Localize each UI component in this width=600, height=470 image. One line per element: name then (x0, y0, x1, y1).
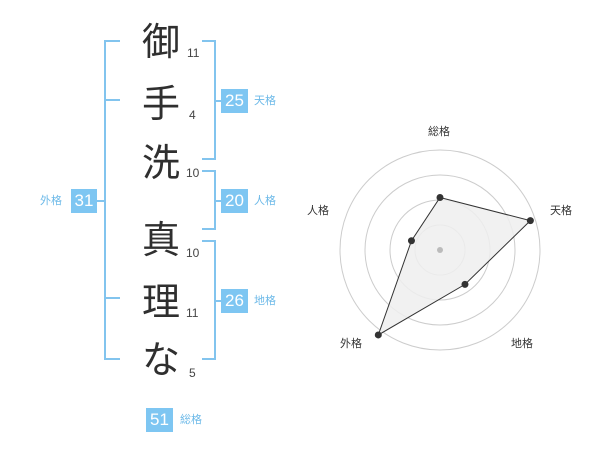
tenkaku-label: 天格 (254, 94, 276, 107)
radar-ring (364, 174, 516, 326)
soukaku-label: 総格 (180, 413, 202, 426)
stroke-count-6: 5 (189, 366, 196, 380)
stroke-count-2: 4 (189, 108, 196, 122)
tenkaku-bracket (202, 40, 216, 160)
gaikaku-bracket (104, 40, 120, 360)
radar-point-5 (407, 237, 415, 245)
radar-point-1 (436, 194, 444, 201)
chikaku-label: 地格 (254, 294, 276, 307)
name-char-5: 理 (141, 280, 180, 324)
chikaku-value-badge: 26 (221, 289, 248, 313)
name-char-4: 真 (141, 218, 180, 262)
chikaku-bracket-connector (216, 300, 222, 302)
jinkaku-label: 人格 (254, 194, 276, 207)
soukaku-value-badge: 51 (146, 408, 173, 432)
gaikaku-bracket-tick (104, 99, 120, 101)
radar-point-3 (461, 280, 469, 288)
gaikaku-bracket-connector (96, 200, 104, 202)
radar-label-soukaku: 総格 (428, 125, 450, 138)
jinkaku-bracket-connector (216, 200, 222, 202)
radar-point-2 (526, 217, 534, 225)
tenkaku-value-badge: 25 (221, 89, 248, 113)
jinkaku-bracket (202, 170, 216, 230)
radar-area (377, 196, 532, 337)
name-char-3: 洗 (141, 141, 180, 185)
radar-center (437, 247, 443, 253)
radar-point-4 (374, 331, 382, 339)
radar-label-tenkaku: 天格 (550, 204, 572, 217)
radar-label-gaikaku: 外格 (340, 337, 362, 350)
radar-ring (339, 149, 541, 351)
name-char-2: 手 (141, 82, 180, 126)
name-char-1: 御 (141, 20, 180, 64)
chikaku-bracket (202, 240, 216, 360)
stroke-count-5: 11 (186, 306, 199, 320)
tenkaku-bracket-connector (216, 100, 222, 102)
name-char-6: な (141, 338, 180, 382)
stroke-count-4: 10 (186, 246, 200, 260)
stroke-count-3: 10 (186, 166, 200, 180)
radar-label-chikaku: 地格 (511, 337, 533, 350)
radar-label-jinkaku: 人格 (307, 204, 329, 217)
gaikaku-value-badge: 31 (71, 189, 97, 213)
jinkaku-value-badge: 20 (221, 189, 248, 213)
stroke-count-1: 11 (187, 46, 200, 60)
gaikaku-label: 外格 (40, 194, 62, 207)
gaikaku-bracket-tick (104, 297, 120, 299)
